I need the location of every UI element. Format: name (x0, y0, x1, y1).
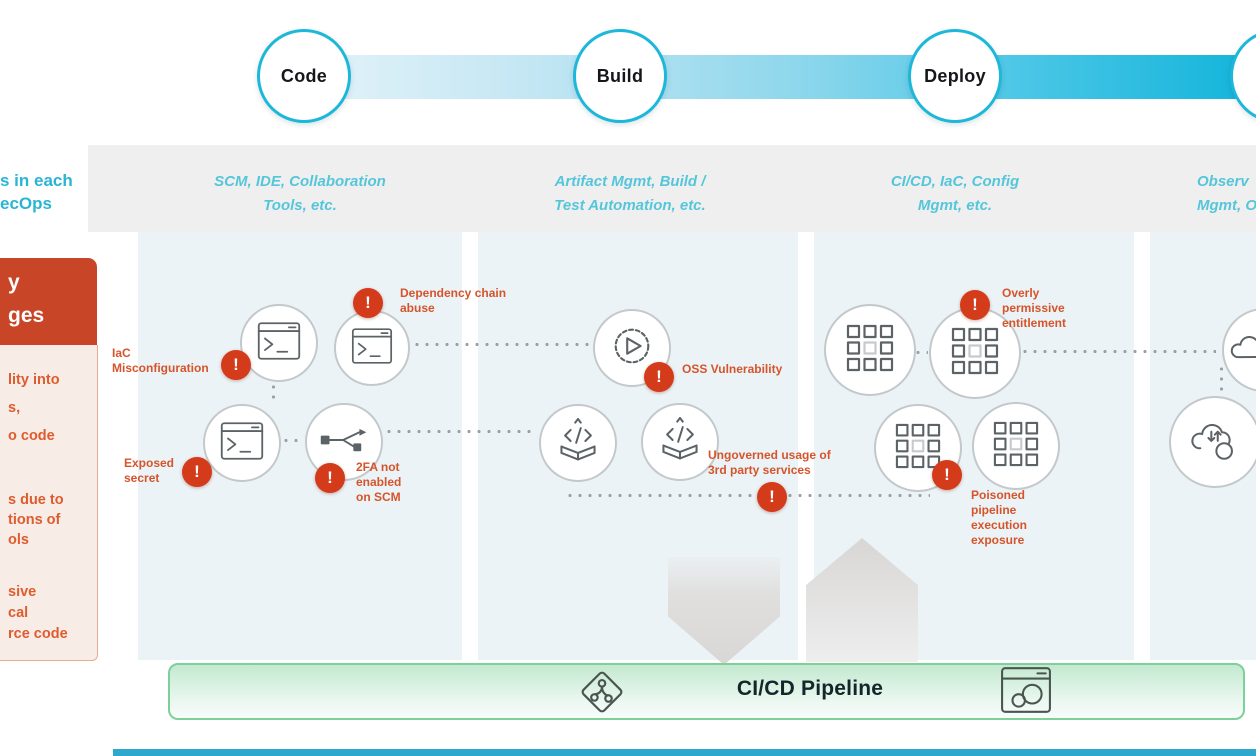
connector-terminal-git (281, 439, 303, 442)
exclamation-icon: ! (972, 295, 978, 314)
connector-terminal-terminal (272, 382, 275, 404)
container-grid-icon (895, 423, 941, 474)
git-branch-icon (320, 424, 368, 461)
exclamation-icon: ! (194, 462, 200, 481)
terminal-node-3 (203, 404, 281, 482)
exclamation-icon: ! (944, 465, 950, 484)
git-diamond-icon (576, 666, 628, 723)
stage-circle-code: Code (257, 29, 351, 123)
warning-badge-poisoned-pipeline: ! (932, 460, 962, 490)
package-code-icon (555, 417, 601, 469)
warning-label-ungoverned-usage: Ungoverned usage of 3rd party services (708, 448, 831, 477)
tools-caption-band (88, 145, 1256, 232)
warning-badge-oss-vulnerability: ! (644, 362, 674, 392)
cloud-sync-node (1169, 396, 1256, 488)
exclamation-icon: ! (656, 367, 662, 386)
warning-badge-2fa: ! (315, 463, 345, 493)
automation-window-icon (1000, 666, 1052, 719)
container-grid-icon (951, 327, 999, 380)
stage-circle-monitor-partial (1230, 29, 1256, 123)
container-grid-icon (993, 421, 1039, 472)
package-node-1 (539, 404, 617, 482)
terminal-node-1 (240, 304, 318, 382)
legend-paragraph-3: sive cal rce code (8, 584, 68, 642)
warning-label-exposed-secret: Exposed secret (124, 456, 175, 485)
tools-caption-monitor: Observ Mgmt, Orch (1197, 173, 1256, 214)
terminal-window-icon (257, 321, 301, 365)
container-grid-node-1 (824, 304, 916, 396)
warning-label-oss-vulnerability: OSS Vulnerability (682, 362, 783, 376)
package-node-2 (641, 403, 719, 481)
stage-label-build: Build (596, 65, 644, 86)
terminal-window-icon (351, 327, 393, 369)
exclamation-icon: ! (769, 487, 775, 506)
container-grid-node-4 (972, 402, 1060, 490)
warning-label-dependency-chain: Dependency chain abuse (400, 286, 507, 315)
container-grid-node-2 (929, 307, 1021, 399)
exclamation-icon: ! (365, 293, 371, 312)
stage-circle-build: Build (573, 29, 667, 123)
footer-accent-strip (113, 749, 1256, 756)
terminal-window-icon (220, 421, 264, 465)
connector-grid-grid (913, 351, 928, 354)
terminal-node-2 (334, 310, 410, 386)
cicd-pipeline-label: CI/CD Pipeline (736, 677, 884, 700)
container-grid-icon (846, 324, 894, 377)
connector-build-deploy (565, 494, 930, 497)
warning-badge-exposed-secret: ! (182, 457, 212, 487)
stage-label-code: Code (280, 65, 328, 86)
legend-box-body (0, 345, 98, 661)
package-code-icon (657, 416, 703, 468)
warning-label-2fa: 2FA not enabled on SCM (356, 460, 402, 504)
stage-label-deploy: Deploy (924, 65, 986, 86)
tools-caption-deploy: CI/CD, IaC, Config Mgmt, etc. (890, 173, 1020, 214)
warning-badge-dependency-chain: ! (353, 288, 383, 318)
warning-label-iac-misconfiguration: IaC Misconfiguration (112, 346, 209, 375)
stage-connector-band (300, 55, 1256, 99)
tools-caption-code: SCM, IDE, Collaboration Tools, etc. (214, 173, 386, 214)
warning-badge-iac-misconfiguration: ! (221, 350, 251, 380)
legend-paragraph-2: s due to tions of ols (8, 492, 64, 548)
left-caption: s in each ecOps (0, 171, 73, 213)
connector-deploy-monitor (1020, 350, 1216, 353)
warning-label-overly-permissive: Overly permissive entitlement (1002, 286, 1067, 330)
warning-label-poisoned-pipeline: Poisoned pipeline execution exposure (971, 488, 1028, 547)
connector-code-build (412, 343, 590, 346)
exclamation-icon: ! (233, 355, 239, 374)
cicd-pipeline-bar (168, 663, 1245, 720)
code-column-panel (138, 232, 462, 660)
tools-caption-build: Artifact Mgmt, Build / Test Automation, … (554, 173, 706, 214)
legend-paragraph-1: lity into s, o code (8, 372, 60, 444)
cloud-sync-icon (1188, 418, 1242, 467)
warning-badge-overly-permissive: ! (960, 290, 990, 320)
connector-git-package (384, 430, 537, 433)
legend-box-title: y ges (0, 258, 97, 345)
build-gear-play-icon (609, 323, 655, 374)
stage-circle-deploy: Deploy (908, 29, 1002, 123)
connector-monitor-cloud (1220, 364, 1223, 426)
cloud-icon (1229, 334, 1256, 367)
warning-badge-ungoverned-usage: ! (757, 482, 787, 512)
exclamation-icon: ! (327, 468, 333, 487)
